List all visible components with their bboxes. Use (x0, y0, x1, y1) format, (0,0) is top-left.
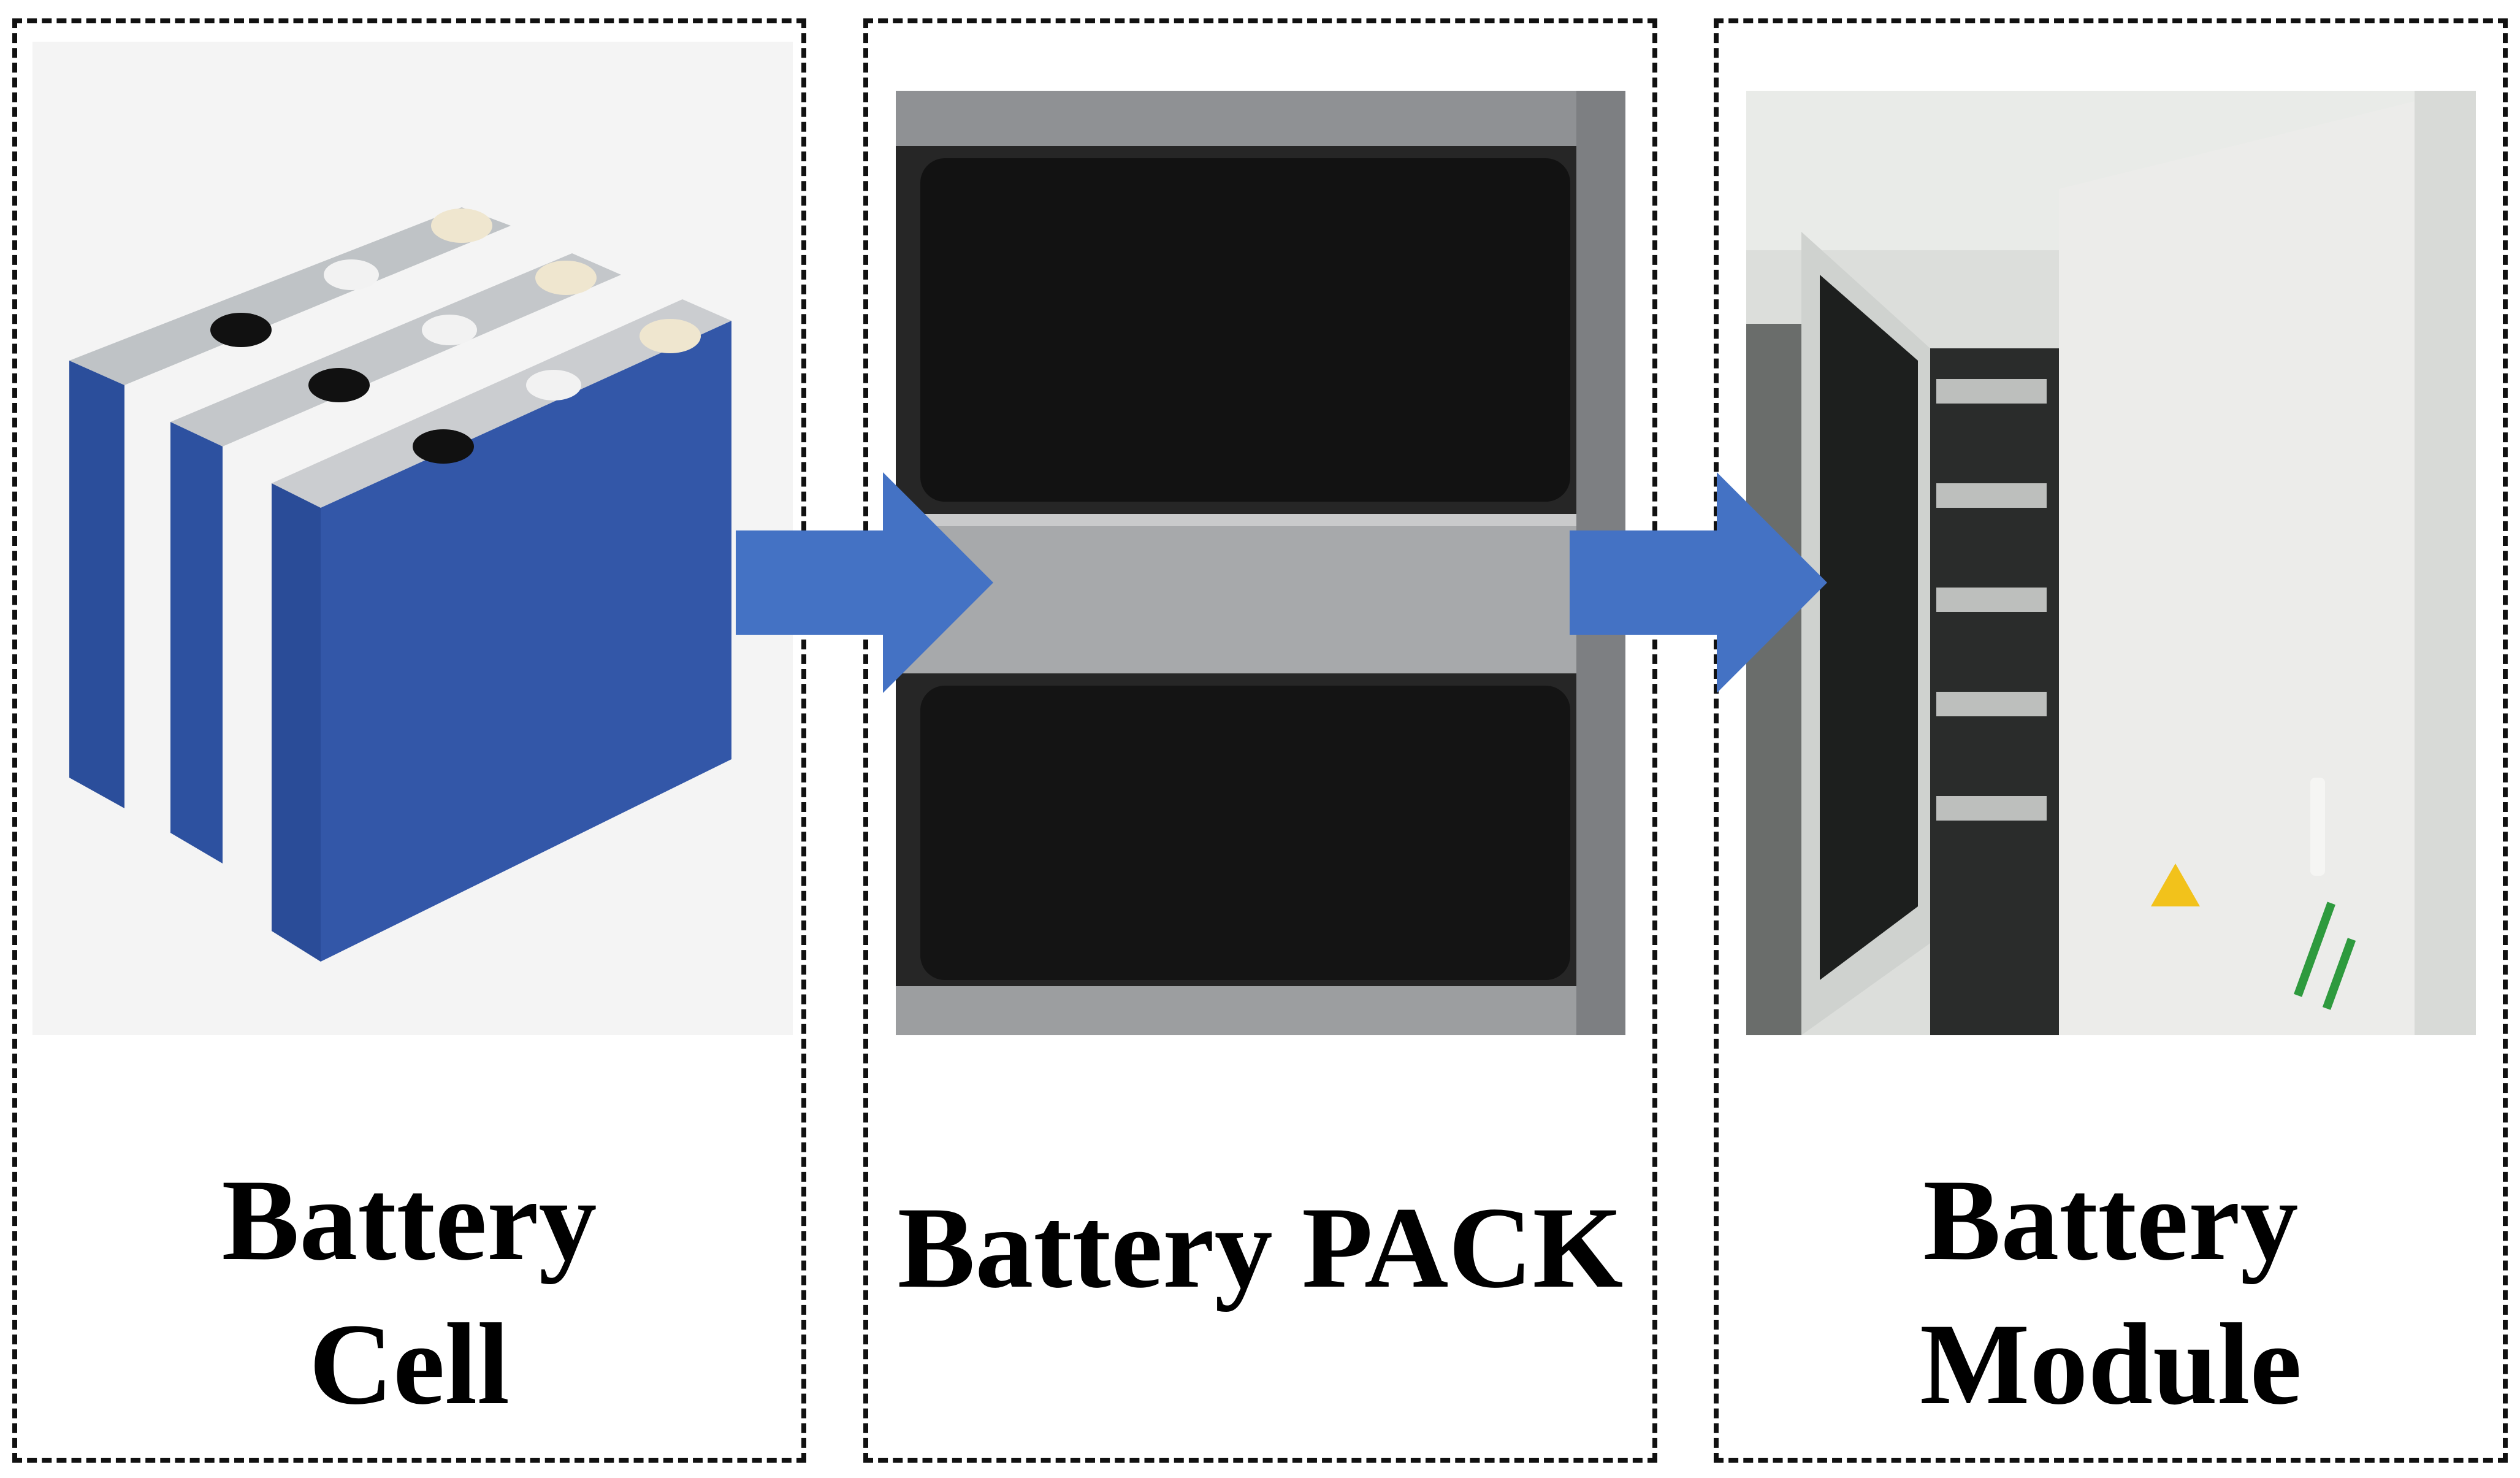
caption-line: Cell (308, 1300, 510, 1429)
caption-line: Battery (1923, 1156, 2299, 1285)
battery-cell-image (32, 42, 793, 1035)
battery-pack-image (896, 91, 1625, 1035)
panel-battery-module: Battery Module (1714, 18, 2508, 1463)
caption-line: Module (1920, 1300, 2302, 1429)
caption-battery-cell: Battery Cell (17, 1149, 801, 1437)
right-arrow-icon (1570, 472, 1827, 693)
right-arrow-icon (736, 472, 993, 693)
caption-line: Battery PACK (897, 1184, 1624, 1312)
caption-battery-module: Battery Module (1719, 1149, 2503, 1437)
panel-battery-pack: Battery PACK (863, 18, 1657, 1463)
panel-battery-cell: Battery Cell (12, 18, 806, 1463)
caption-line: Battery (221, 1156, 597, 1285)
battery-module-image (1746, 91, 2476, 1035)
caption-battery-pack: Battery PACK (868, 1176, 1652, 1320)
